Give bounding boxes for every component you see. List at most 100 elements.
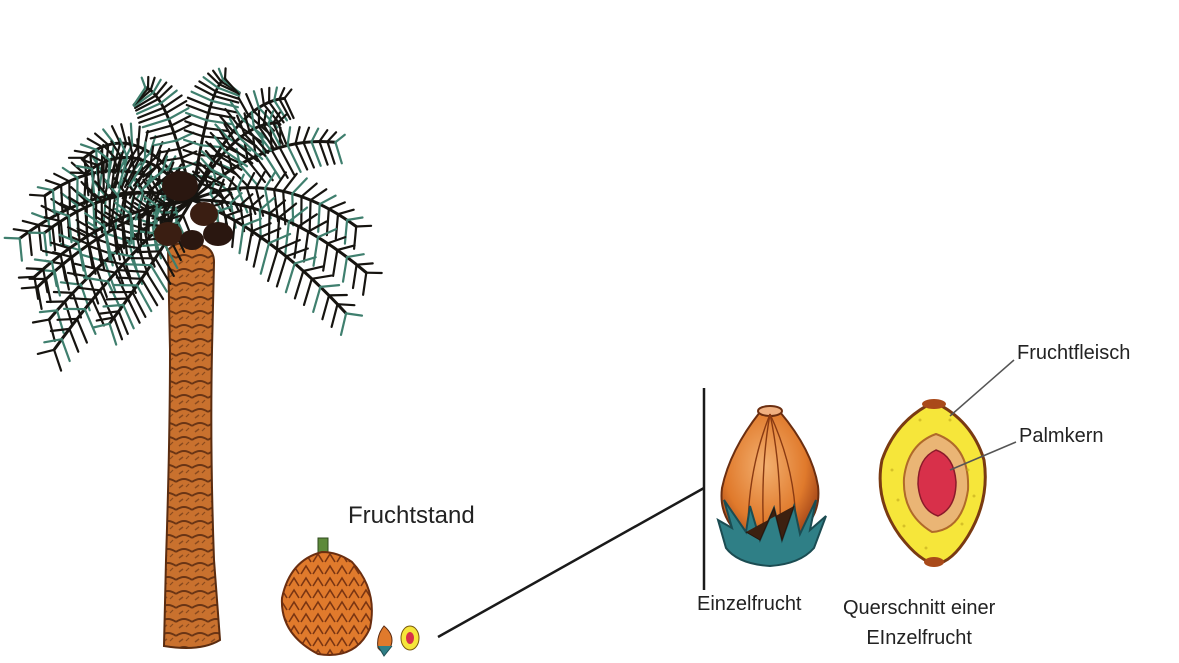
- frond-leaflet: [39, 225, 42, 250]
- frond-leaflet: [58, 319, 78, 320]
- frond-leaflet: [254, 91, 259, 107]
- frond-leaflet: [302, 184, 317, 197]
- frond-leaflet: [246, 94, 254, 111]
- frond-leaflet: [240, 226, 244, 254]
- frond-leaflet: [357, 263, 373, 264]
- frond-leaflet: [5, 238, 20, 239]
- frond-leaflet: [88, 139, 103, 147]
- frond-leaflet: [117, 278, 142, 279]
- frond-leaflet: [280, 147, 295, 174]
- frond-leaflet: [338, 210, 354, 215]
- single-fruit-illustration: [718, 406, 826, 566]
- frond-leaflet: [27, 268, 43, 269]
- frond-leaflet: [312, 129, 319, 142]
- frond-leaflet: [304, 279, 312, 305]
- frond-leaflet: [71, 298, 93, 299]
- frond-leaflet: [254, 237, 261, 267]
- frond-leaflet: [296, 127, 300, 144]
- frond-leaflet: [19, 277, 35, 278]
- frond-leaflet: [84, 175, 86, 204]
- frond-leaflet: [311, 189, 327, 200]
- frond-leaflet: [338, 304, 355, 305]
- frond-leaflet: [247, 231, 252, 260]
- frond-leaflet: [337, 245, 354, 250]
- frond-leaflet: [256, 156, 273, 180]
- frond-leaflet: [347, 254, 364, 257]
- frond-leaflet: [312, 276, 332, 279]
- frond-leaflet: [38, 350, 54, 354]
- frond-leaflet: [345, 220, 347, 244]
- frond-leaflet: [264, 153, 281, 179]
- label-palmkern: Palmkern: [1019, 425, 1103, 448]
- frond-leaflet: [310, 200, 311, 229]
- frond-leaflet: [322, 295, 329, 319]
- frond-leaflet: [61, 221, 64, 246]
- frond-leaflet: [320, 196, 336, 205]
- frond-leaflet: [77, 288, 100, 291]
- frond-leaflet: [327, 142, 334, 164]
- frond-leaflet: [110, 324, 117, 345]
- label-fruchtstand: Fruchtstand: [348, 502, 475, 530]
- frond-leaflet: [151, 78, 155, 91]
- frond-leaflet: [109, 198, 110, 231]
- frond-leaflet: [38, 187, 53, 190]
- frond-leaflet: [286, 264, 295, 293]
- frond-leaflet: [142, 78, 146, 88]
- frond-leaflet: [288, 127, 291, 145]
- frond-leaflet: [320, 285, 339, 287]
- frond-leaflet: [33, 320, 49, 323]
- frond-leaflet: [335, 135, 344, 142]
- frond-leaflet: [319, 130, 327, 141]
- frond-leaflet: [98, 165, 99, 190]
- frond-leaflet: [116, 196, 118, 228]
- frond-leaflet: [292, 194, 293, 226]
- frond-leaflet: [341, 313, 346, 335]
- frond-leaflet: [343, 257, 347, 282]
- frond-leaflet: [327, 132, 336, 141]
- frond-leaflet: [318, 204, 320, 232]
- frond-leaflet: [283, 174, 297, 192]
- frond-leaflet: [61, 185, 62, 210]
- frond-leaflet: [119, 311, 128, 334]
- frond-leaflet: [303, 266, 323, 271]
- frond-leaflet: [210, 107, 237, 113]
- label-querschnitt-line1: Querschnitt einer: [843, 593, 995, 623]
- frond-leaflet: [277, 256, 286, 286]
- frond-leaflet: [45, 196, 47, 218]
- frond-leaflet: [53, 227, 56, 250]
- label-querschnitt-line2: EInzelfrucht: [843, 623, 995, 653]
- fruit-bunch-illustration: [282, 538, 419, 656]
- frond-leaflet: [75, 151, 90, 154]
- frond-leaflet: [81, 144, 96, 149]
- frond-leaflet: [289, 208, 307, 222]
- frond-leaflet: [151, 133, 174, 139]
- frond-leaflet: [356, 226, 371, 227]
- frond-leaflet: [335, 142, 341, 163]
- frond-leaflet: [54, 292, 73, 293]
- frond-leaflet: [151, 265, 167, 291]
- frond-leaflet: [295, 271, 303, 298]
- frond-leaflet: [313, 287, 320, 312]
- frond-leaflet: [277, 217, 279, 249]
- frond-leaflet: [85, 309, 96, 334]
- frond-leaflet: [155, 141, 177, 146]
- frond-leaflet: [30, 195, 45, 196]
- frond-leaflet: [114, 318, 122, 340]
- frond-leaflet: [332, 304, 338, 327]
- frond-leaflet: [48, 219, 50, 245]
- frond-leaflet: [285, 222, 289, 255]
- zoom-connector: [438, 388, 704, 637]
- frond-leaflet: [268, 250, 278, 281]
- frond-leaflet: [132, 219, 134, 248]
- frond-leaflet: [353, 265, 357, 288]
- label-querschnitt: Querschnitt einer EInzelfrucht: [843, 593, 995, 653]
- frond-leaflet: [139, 211, 140, 239]
- frond-leaflet: [225, 68, 226, 78]
- frond-leaflet: [142, 279, 158, 305]
- frond-leaflet: [146, 272, 163, 299]
- frond-leaflet: [187, 105, 209, 113]
- frond-leaflet: [346, 313, 362, 315]
- frond-leaflet: [269, 214, 270, 245]
- frond-leaflet: [333, 250, 337, 276]
